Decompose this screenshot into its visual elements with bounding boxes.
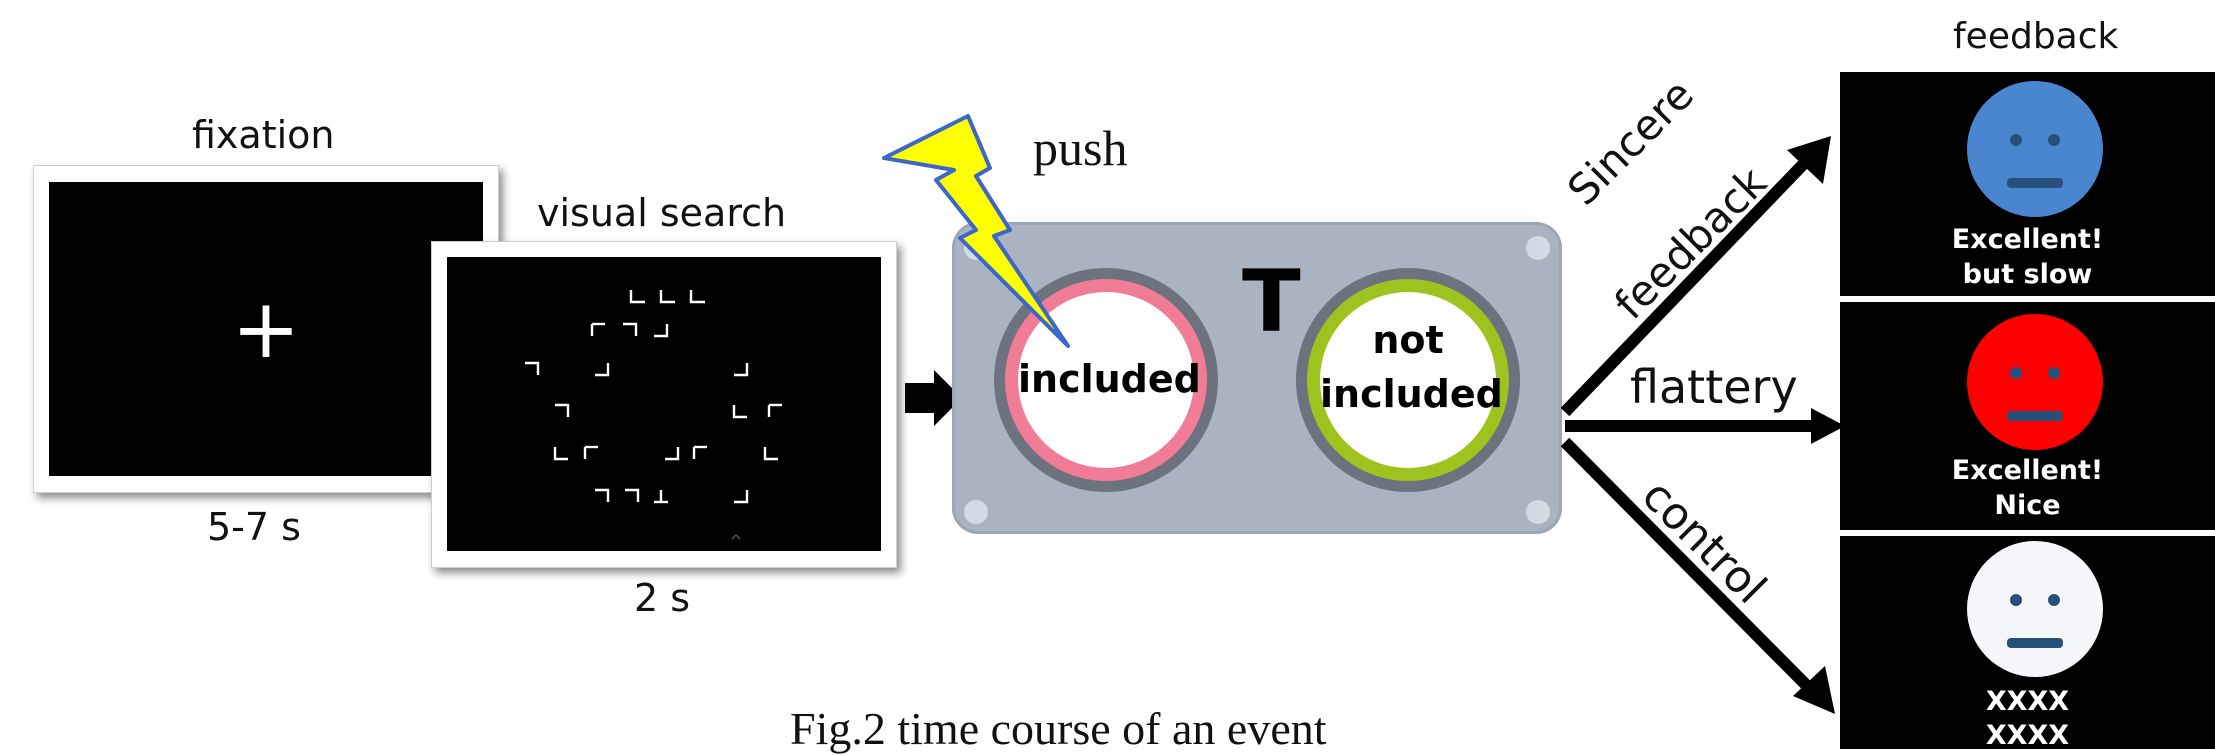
feedback-sincere-line1: Excellent!	[1951, 224, 2104, 255]
visual-search-duration: 2 s	[634, 576, 691, 620]
visual-search-screen	[431, 241, 897, 568]
search-array	[525, 290, 782, 540]
branch-arrows	[1560, 136, 1845, 714]
fixation-display: +	[49, 182, 483, 476]
visual-search-title: visual search	[537, 191, 787, 235]
figure-caption: Fig.2 time course of an event	[790, 703, 1327, 754]
blue-face-icon	[1967, 81, 2103, 217]
lightning-bolt-icon	[882, 114, 1070, 348]
button-not-included-line2: included	[1320, 372, 1503, 416]
feedback-control-line2: XXXX	[1985, 720, 2070, 751]
push-label: push	[1033, 120, 1128, 176]
fixation-duration: 5-7 s	[207, 505, 301, 549]
feedback-control-line1: XXXX	[1985, 686, 2070, 717]
fixation-screen: +	[33, 165, 499, 493]
feedback-panel-flattery: Excellent! Nice	[1840, 302, 2215, 530]
feedback-title: feedback	[1953, 16, 2119, 57]
visual-search-display	[447, 257, 881, 551]
target-letter: T	[1242, 252, 1301, 352]
button-not-included-line1: not	[1372, 318, 1444, 362]
fixation-title: fixation	[192, 113, 335, 157]
flattery-label: flattery	[1630, 360, 1798, 414]
white-face-icon	[1967, 541, 2103, 677]
arrow-to-response	[905, 370, 962, 426]
feedback-flattery-line1: Excellent!	[1951, 455, 2104, 486]
feedback-panel-sincere: Excellent! but slow	[1840, 72, 2215, 296]
button-included-label: included	[1018, 357, 1201, 401]
feedback-panel-control: XXXX XXXX	[1840, 536, 2215, 751]
feedback-sincere-line2: but slow	[1962, 259, 2093, 290]
feedback-flattery-line2: Nice	[1994, 490, 2061, 521]
fixation-cross: +	[231, 281, 301, 377]
red-face-icon	[1967, 314, 2103, 450]
